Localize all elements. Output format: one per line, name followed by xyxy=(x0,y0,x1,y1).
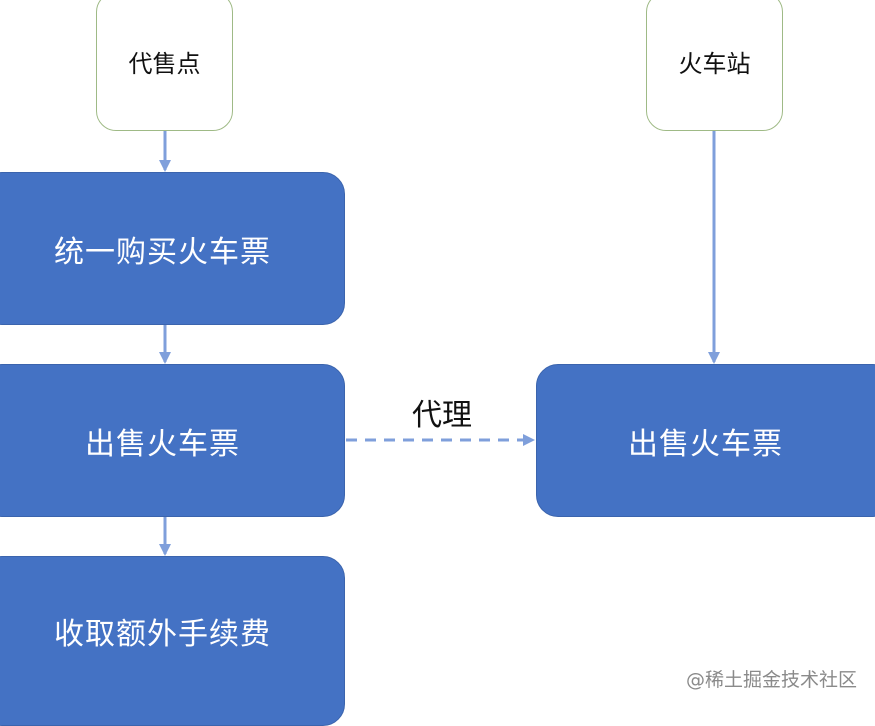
watermark: @稀土掘金技术社区 xyxy=(685,669,857,691)
node-buy-tickets-label: 统一购买火车票 xyxy=(54,234,271,270)
node-sell-tickets-agent-label: 出售火车票 xyxy=(85,426,240,462)
node-agent-label: 代售点 xyxy=(128,50,201,78)
node-station-label: 火车站 xyxy=(678,50,751,78)
node-sell-tickets-station-label: 出售火车票 xyxy=(628,426,783,462)
node-agent: 代售点 xyxy=(96,0,233,131)
node-sell-tickets-agent: 出售火车票 xyxy=(0,364,345,517)
edge-label-proxy: 代理 xyxy=(412,398,472,433)
diagram-edges xyxy=(159,131,720,556)
node-sell-tickets-station: 出售火车票 xyxy=(536,364,875,517)
node-extra-fee: 收取额外手续费 xyxy=(0,556,345,726)
node-buy-tickets: 统一购买火车票 xyxy=(0,172,345,325)
node-station: 火车站 xyxy=(646,0,783,131)
node-extra-fee-label: 收取额外手续费 xyxy=(54,617,271,652)
